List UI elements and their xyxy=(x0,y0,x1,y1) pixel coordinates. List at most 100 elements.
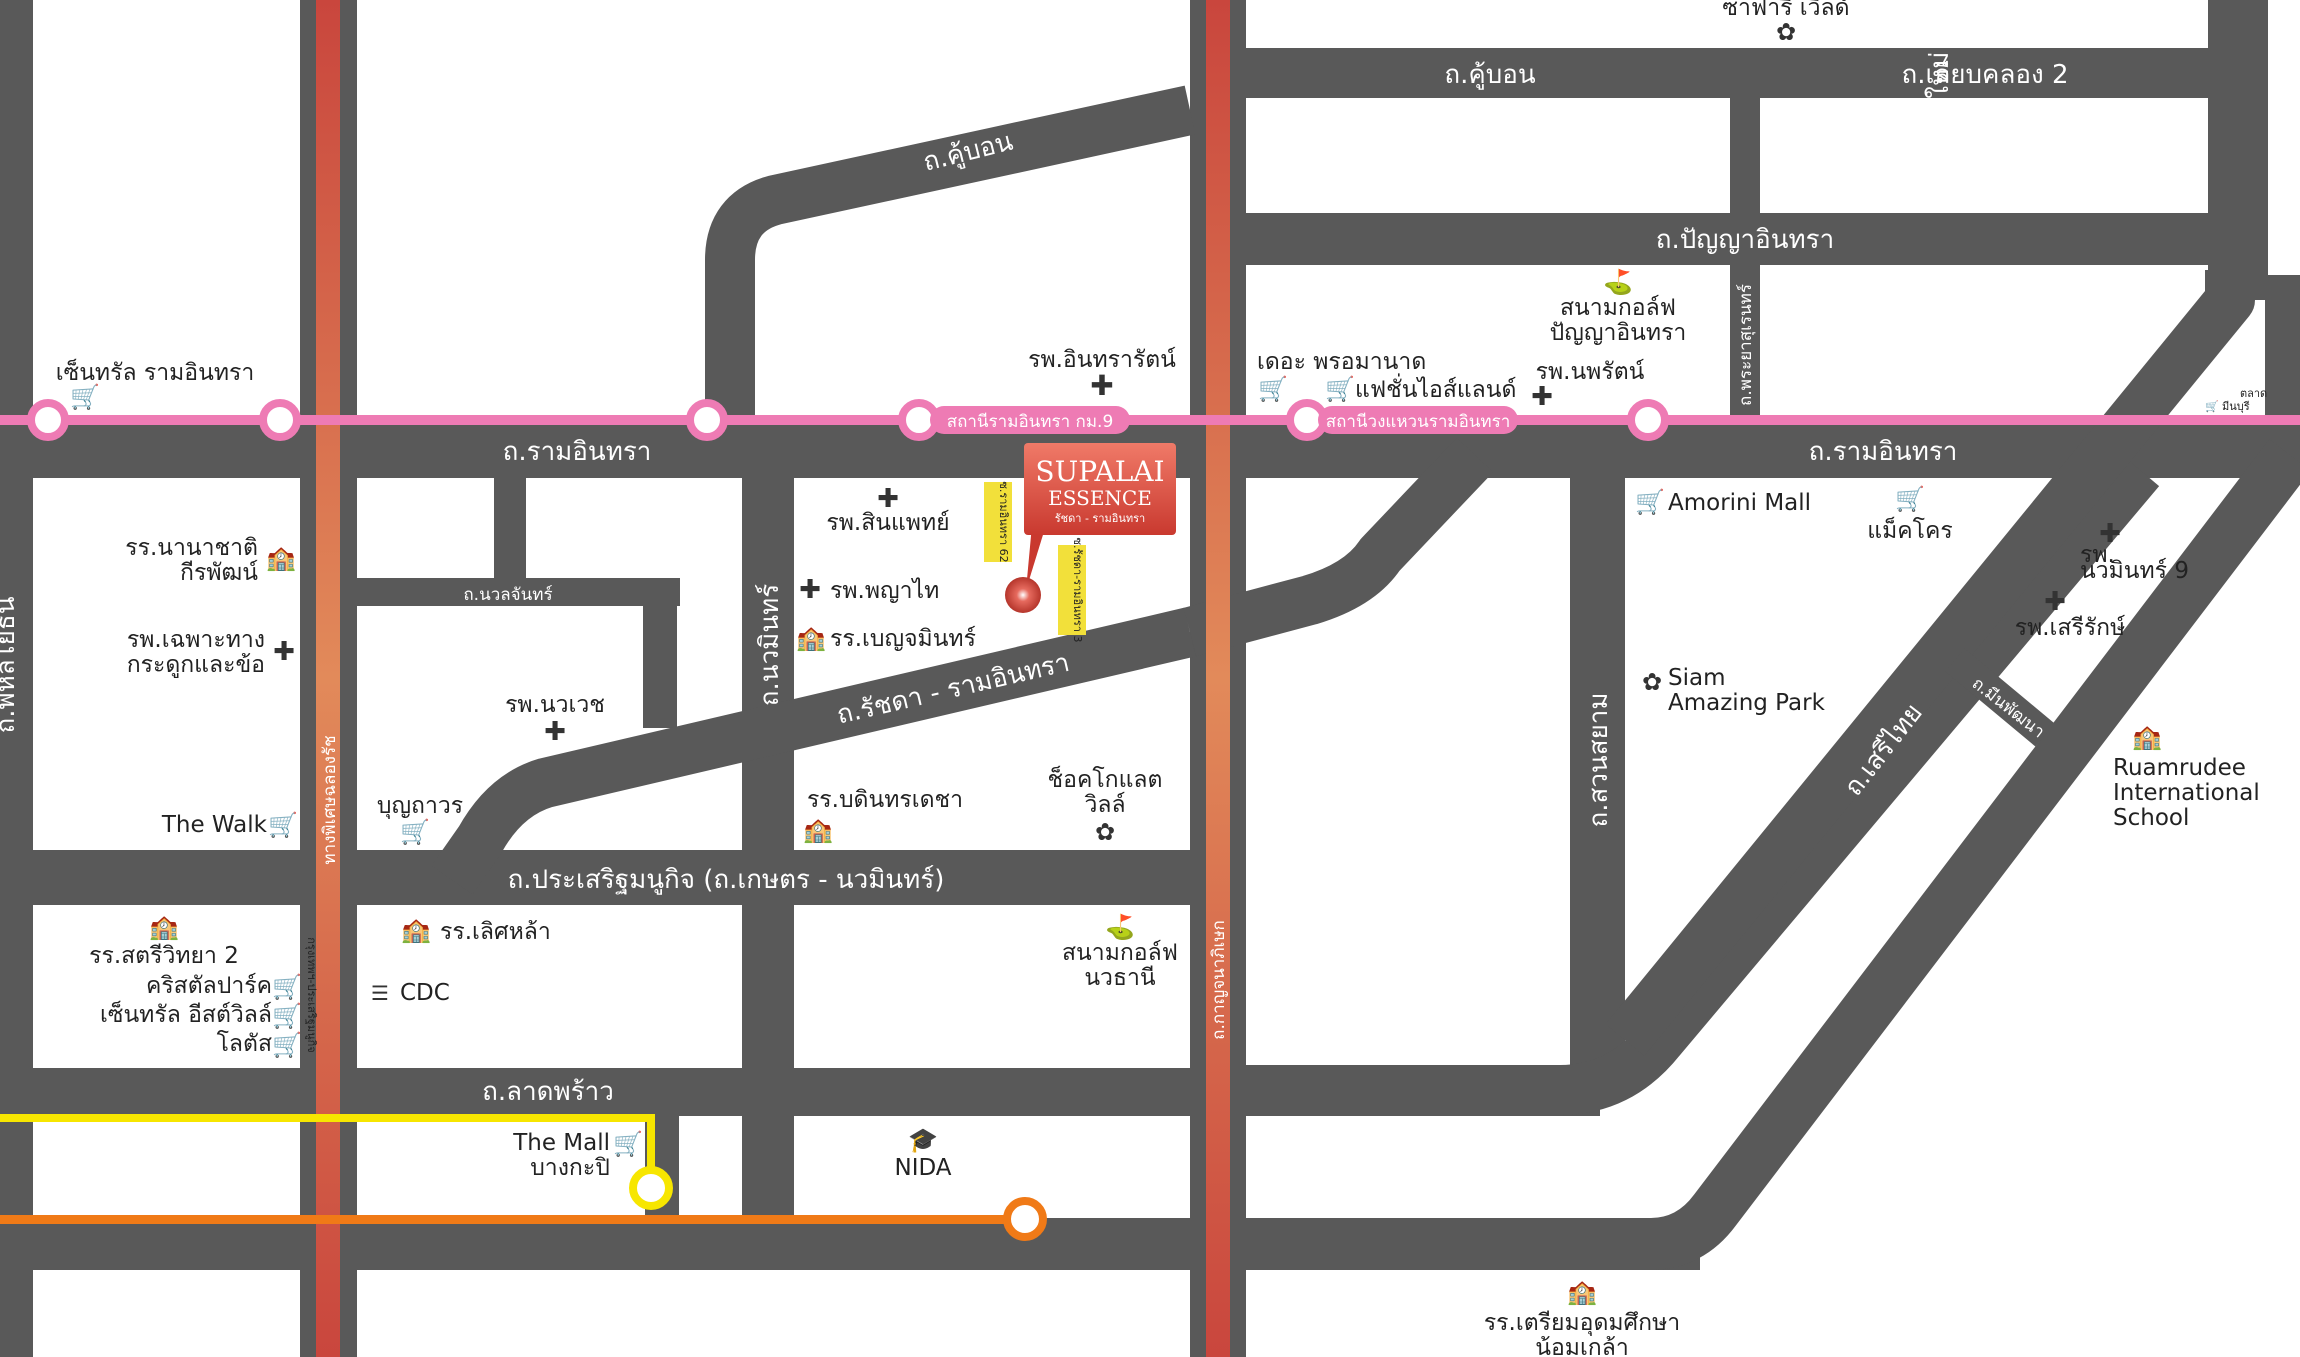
place-chocolate-ville-2: วิลล์ xyxy=(1084,791,1125,818)
road-label-suan-siam: ถ.สวนสยาม xyxy=(1584,692,1614,827)
school-icon: 🏫 xyxy=(401,916,431,944)
place-amorini-mall: Amorini Mall xyxy=(1668,490,1811,516)
road-label-small-expressway: กรุงเทพฯ-ประเสริฐมนูกิจ xyxy=(305,937,318,1052)
place-inthararat-hospital: รพ.อินทรารัตน์ xyxy=(1028,346,1176,373)
park-icon: ✿ xyxy=(1776,18,1796,46)
station-pill-km9: สถานีรามอินทรา กม.9 xyxy=(930,406,1130,434)
station-dot xyxy=(686,399,728,441)
hospital-cross-icon: ✚ xyxy=(877,484,899,514)
project-marker: SUPALAI ESSENCE รัชดา - รามอินทรา xyxy=(1005,443,1176,613)
place-nawamin9-hospital-2: นวมินทร์ 9 xyxy=(2080,557,2189,584)
place-the-mall-bangkapi-1: The Mall xyxy=(512,1130,610,1156)
road-prasert-manukit xyxy=(0,850,1190,905)
station-dot xyxy=(1627,399,1669,441)
place-triam-school-1: รร.เตรียมอุดมศึกษา xyxy=(1484,1310,1680,1336)
station-label-wongwaen: สถานีวงแหวนรามอินทรา xyxy=(1326,412,1511,432)
road-nimitmai xyxy=(2208,0,2268,300)
place-nawamin9-hospital-1: รพ. xyxy=(2080,542,2115,568)
place-nawavej-hospital: รพ.นวเวช xyxy=(505,692,605,718)
project-subtitle: รัชดา - รามอินทรา xyxy=(1055,512,1145,525)
place-ruamrudee-1: Ruamrudee xyxy=(2113,755,2246,781)
road-khubon-east xyxy=(1190,48,2230,98)
cart-icon: 🛒 xyxy=(1895,485,1925,513)
place-bodindecha-school: รร.บดินทรเดชา xyxy=(807,787,963,813)
road-label-raminthra-left: ถ.รามอินทรา xyxy=(503,437,652,467)
red-line-expressway xyxy=(316,0,340,1357)
station-pill-wongwaen: สถานีวงแหวนรามอินทรา xyxy=(1318,406,1518,434)
hospital-cross-icon: ✚ xyxy=(1531,382,1553,412)
place-satri-school: รร.สตรีวิทยา 2 xyxy=(89,943,239,969)
project-pin xyxy=(1005,577,1041,613)
cart-icon: 🛒 xyxy=(272,1031,302,1059)
golf-flag-icon: ⛳ xyxy=(1603,268,1633,296)
place-triam-school-2: น้อมเกล้า xyxy=(1535,1335,1629,1357)
road-label-nuan-chan: ถ.นวลจันทร์ xyxy=(463,585,552,605)
road-phahon-yothin xyxy=(0,0,33,1357)
yellow-line-station xyxy=(629,1166,673,1210)
station-dot xyxy=(27,399,69,441)
place-central-eastville: เซ็นทรัล อีสต์วิลล์ xyxy=(100,999,272,1028)
hospital-cross-icon: ✚ xyxy=(273,637,295,667)
school-icon: 🏫 xyxy=(796,624,826,652)
place-the-mall-bangkapi-2: บางกะปิ xyxy=(530,1155,610,1181)
place-talad-minburi-1: ตลาด xyxy=(2240,387,2267,400)
park-icon: ✿ xyxy=(1095,818,1115,846)
soi-marker-ratchada3 xyxy=(1058,545,1086,635)
place-talad-minburi-2: มีนบุรี xyxy=(2222,400,2250,413)
books-icon: ☰ xyxy=(371,981,389,1005)
road-panya-inthra xyxy=(1190,213,2230,265)
place-serirak-hospital: รพ.เสรีรักษ์ xyxy=(2015,614,2126,641)
road-label-phahon-yothin: ถ.พหลโยธิน xyxy=(0,596,21,733)
orange-line xyxy=(0,1215,1030,1224)
hospital-cross-icon: ✚ xyxy=(2044,587,2066,617)
place-kitpat-school-2: กีรพัฒน์ xyxy=(180,559,258,586)
road-label-panya-inthra: ถ.ปัญญาอินทรา xyxy=(1656,225,1835,255)
school-icon: 🏫 xyxy=(1567,1278,1597,1306)
red-line-kanchanaphisek xyxy=(1206,0,1230,1357)
pink-line xyxy=(0,415,2300,425)
place-sinphaet-hospital: รพ.สินแพทย์ xyxy=(826,509,949,536)
road-label-khubon-top: ถ.คู้บอน xyxy=(1444,60,1536,90)
park-icon: ✿ xyxy=(1642,668,1662,696)
school-icon: 🏫 xyxy=(803,816,833,844)
hospital-cross-icon: ✚ xyxy=(544,717,566,747)
orange-line-station xyxy=(1003,1197,1047,1241)
place-bone-hospital-2: กระดูกและข้อ xyxy=(127,652,265,678)
road-suan-siam xyxy=(1570,440,1625,1070)
graduation-cap-icon: 🎓 xyxy=(908,1126,938,1154)
project-logo-box xyxy=(1024,443,1176,535)
road-label-nawamin: ถ.นวมินทร์ xyxy=(755,584,785,706)
place-crystal-park: คริสตัลปาร์ค xyxy=(146,972,272,999)
project-brand: SUPALAI xyxy=(1035,455,1164,488)
soi-marker-62 xyxy=(984,482,1012,562)
place-safari-world: ซาฟารี เวิลด์ xyxy=(1722,0,1849,21)
place-labels: ซาฟารี เวิลด์ ✿ เซ็นทรัล รามอินทรา 🛒 รพ.… xyxy=(56,0,2267,1357)
pink-line-stations xyxy=(27,399,1669,441)
soi-label-62: ซ.รามอินทรา 62 xyxy=(997,481,1010,562)
road-label-expressway: ทางพิเศษฉลองรัช xyxy=(320,735,340,864)
place-nopparat-hospital: รพ.นพรัตน์ xyxy=(1536,358,1645,385)
cart-icon: 🛒 xyxy=(2205,400,2219,413)
golf-flag-icon: ⛳ xyxy=(1105,913,1135,941)
cart-icon: 🛒 xyxy=(1635,488,1665,516)
hospital-cross-icon: ✚ xyxy=(799,575,821,605)
road-label-lat-phrao: ถ.ลาดพร้าว xyxy=(482,1077,614,1107)
road-label-phraya-suren: ถ.พระยาสุเรนทร์ xyxy=(1736,284,1756,406)
school-icon: 🏫 xyxy=(2132,723,2162,751)
project-pointer xyxy=(1026,525,1046,590)
road-label-liapkhlong2: ถ.เลียบคลอง 2 xyxy=(1901,60,2068,90)
road-curves xyxy=(431,85,2300,1270)
road-label-prasert-manukit: ถ.ประเสริฐมนูกิจ (ถ.เกษตร - นวมินทร์) xyxy=(508,865,945,895)
place-chocolate-ville-1: ช็อคโกแลต xyxy=(1048,764,1163,793)
place-golf-panya-2: ปัญญาอินทรา xyxy=(1550,320,1687,346)
road-soi-small-1 xyxy=(494,420,526,590)
place-siam-park-1: Siam xyxy=(1668,665,1726,691)
yellow-line xyxy=(0,1114,655,1188)
road-phraya-suren xyxy=(1730,98,1760,423)
station-label-km9: สถานีรามอินทรา กม.9 xyxy=(947,412,1114,432)
place-the-walk: The Walk xyxy=(161,812,268,838)
place-lotus: โลตัส xyxy=(217,1030,272,1057)
road-label-raminthra-right: ถ.รามอินทรา xyxy=(1809,437,1958,467)
road-label-nimitmai: ถ.นิมิตรใหม่ xyxy=(1925,52,1955,189)
